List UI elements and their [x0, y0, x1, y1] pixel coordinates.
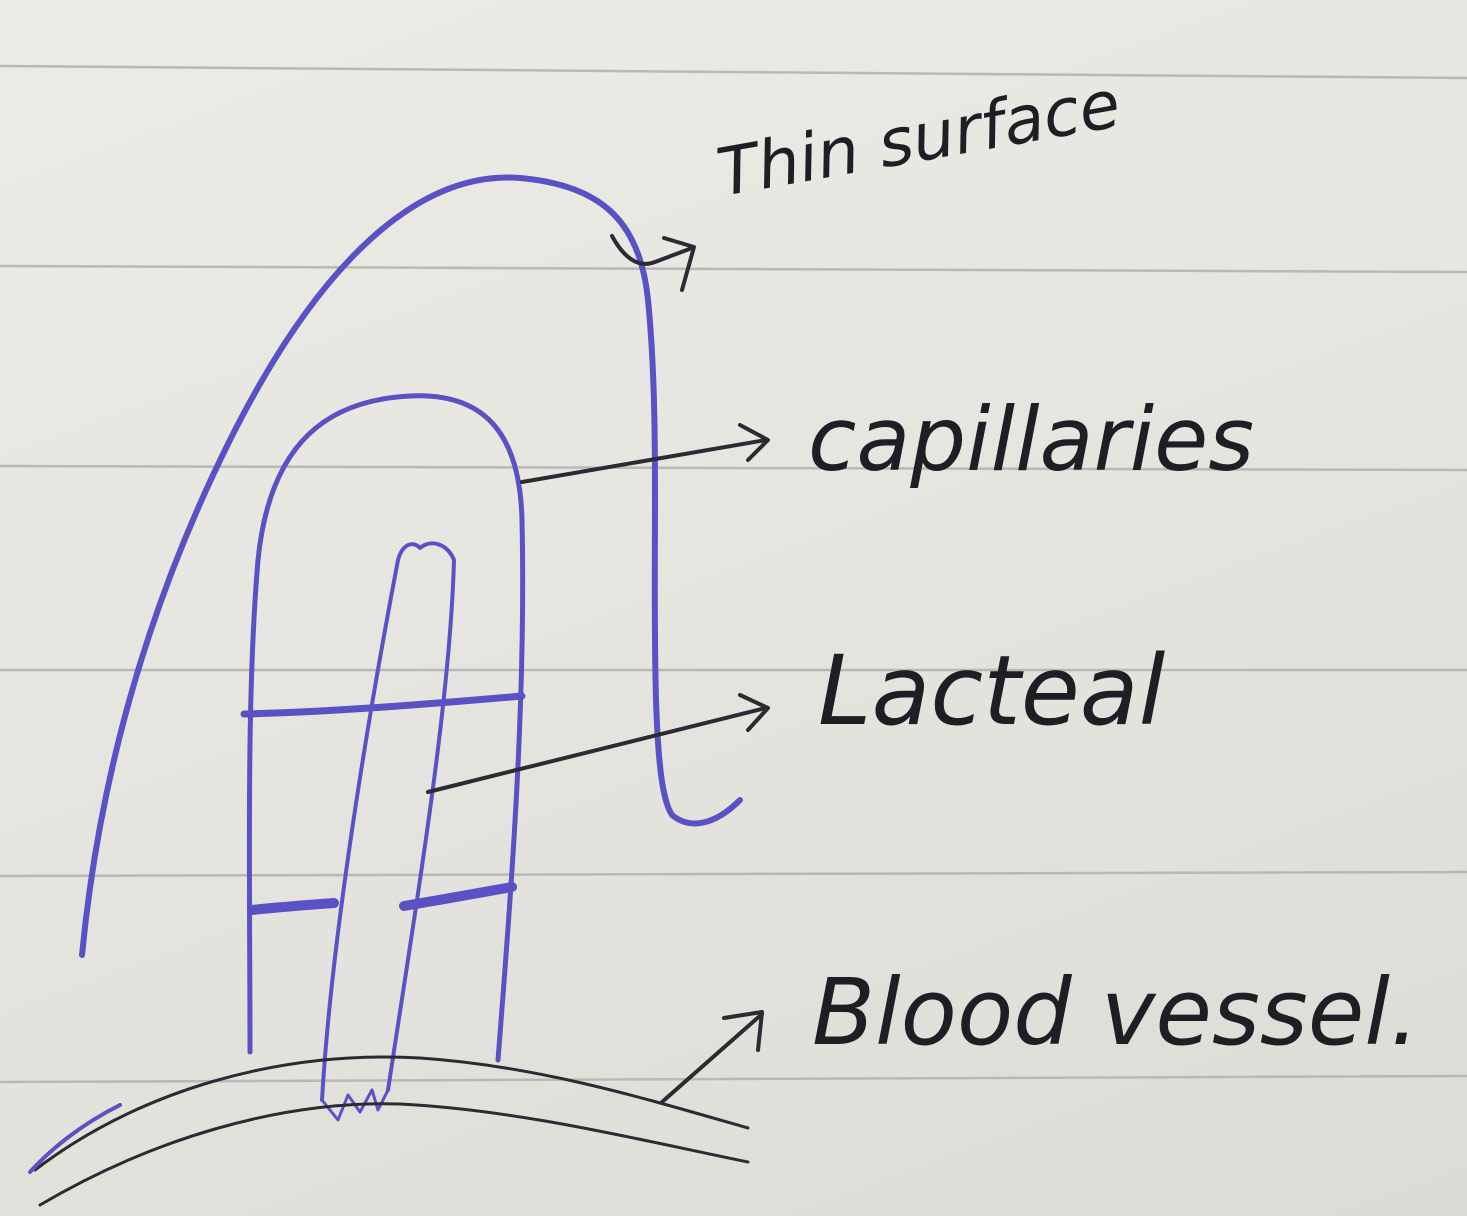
label-lacteal: Lacteal [818, 635, 1166, 747]
capillary-cross-band-lower-left [252, 903, 334, 910]
arrow-blood-vessel [662, 1012, 762, 1102]
arrow-thin-surface [612, 236, 694, 290]
rule-line [0, 872, 1467, 876]
arrow-lacteal [428, 695, 768, 792]
base-blood-vessel-middle [40, 1104, 748, 1205]
label-thin-surface: Thin surface [711, 65, 1125, 212]
label-blood-vessel: Blood vessel. [812, 959, 1419, 1066]
label-capillaries: capillaries [808, 388, 1254, 491]
capillary-loop [249, 396, 522, 1060]
rule-line [0, 266, 1467, 272]
capillary-cross-band-upper [244, 696, 522, 714]
lacteal-duct [322, 543, 454, 1100]
arrow-capillaries [522, 425, 768, 482]
ruled-lines [0, 66, 1467, 1082]
rule-line [0, 66, 1467, 78]
villus-outer-wall [82, 178, 740, 955]
